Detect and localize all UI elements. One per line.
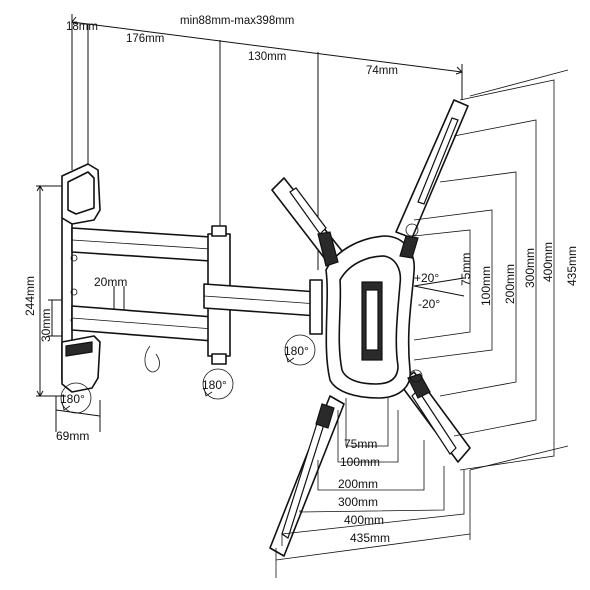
dim-69mm: 69mm [56,429,89,443]
tilt-indicator [413,277,465,297]
arrow-left [71,16,78,25]
vesa-h-435: 435mm [350,531,390,545]
rotation-wall-label: 180° [60,392,85,406]
cable-clip [144,345,160,373]
vesa-bracket [269,99,471,557]
dim-18mm: 18mm [66,21,98,33]
tilt-down-label: -20° [418,297,440,311]
arrow-right [455,66,463,75]
vesa-v-435: 435mm [565,246,579,286]
swing-arms [71,225,323,373]
dim-130mm: 130mm [248,51,286,63]
head-pivot [309,279,323,335]
vesa-v-100: 100mm [479,266,493,306]
rotation-badge-head [284,334,316,366]
vesa-h-200: 200mm [338,477,378,491]
overall-depth-line [71,21,463,73]
vesa-v-400: 400mm [541,242,555,282]
vesa-h-100: 100mm [340,455,380,469]
rotation-badge-wall [60,382,92,414]
wall-plate [61,163,101,393]
vesa-horizontal-lines [275,398,471,578]
vesa-v-75: 75mm [459,253,473,286]
vesa-h-75: 75mm [344,437,377,451]
vesa-h-400: 400mm [344,513,384,527]
dim-20mm: 20mm [94,275,127,289]
dim-244mm: 244mm [23,276,37,316]
top-dimension-lines [71,14,463,270]
rotation-arm-label: 180° [202,378,227,392]
dim-30mm: 30mm [39,309,53,342]
vesa-v-300: 300mm [523,248,537,288]
rotation-badge-arm [202,368,234,400]
vesa-h-300: 300mm [338,495,378,509]
vesa-v-200: 200mm [503,264,517,304]
dim-74mm: 74mm [366,65,398,77]
dim-min-max: min88mm-max398mm [180,15,294,27]
dim-176mm: 176mm [126,33,164,45]
tilt-up-label: +20° [414,271,439,285]
rotation-head-label: 180° [284,344,309,358]
vesa-vertical-lines [413,69,569,471]
